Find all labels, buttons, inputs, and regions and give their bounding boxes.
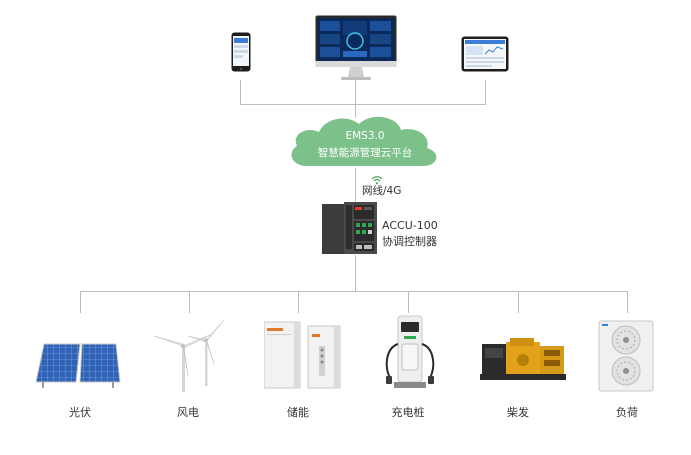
charging-pile-icon xyxy=(380,314,440,392)
bottom-bus xyxy=(80,291,628,292)
storage-label: 储能 xyxy=(287,406,309,419)
top-connector-center xyxy=(355,80,356,118)
diesel-generator-icon xyxy=(478,334,568,382)
drop-generator xyxy=(518,291,519,313)
solar-panel-icon xyxy=(35,342,122,388)
top-connector-right xyxy=(485,80,486,104)
tablet-icon xyxy=(461,36,509,72)
cloud-to-controller-line xyxy=(355,168,356,202)
battery-cabinet-icon xyxy=(263,320,342,390)
drop-wind xyxy=(189,291,190,313)
network-label: 网线/4G xyxy=(362,185,402,197)
load-unit-icon xyxy=(598,320,656,392)
drop-storage xyxy=(298,291,299,313)
charger-label: 充电桩 xyxy=(391,406,425,419)
wifi-icon xyxy=(371,170,383,185)
top-bus xyxy=(240,104,486,105)
phone-icon xyxy=(231,32,251,72)
top-connector-left xyxy=(240,80,241,104)
monitor-icon xyxy=(315,15,397,81)
cloud-subtitle: 智慧能源管理云平台 xyxy=(317,147,413,159)
wind-label: 风电 xyxy=(177,406,199,419)
cloud-icon xyxy=(285,112,445,168)
controller-model: ACCU-100 xyxy=(382,219,438,232)
generator-label: 柴发 xyxy=(507,406,529,419)
controller-name: 协调控制器 xyxy=(382,235,437,248)
controller-to-bus-line xyxy=(355,255,356,291)
drop-load xyxy=(627,291,628,313)
wind-turbine-icon xyxy=(148,316,228,392)
solar-label: 光伏 xyxy=(69,406,91,419)
controller-device-icon xyxy=(322,200,378,255)
drop-charger xyxy=(408,291,409,313)
drop-solar xyxy=(80,291,81,313)
cloud-title: EMS3.0 xyxy=(345,130,385,142)
load-label: 负荷 xyxy=(616,406,638,419)
